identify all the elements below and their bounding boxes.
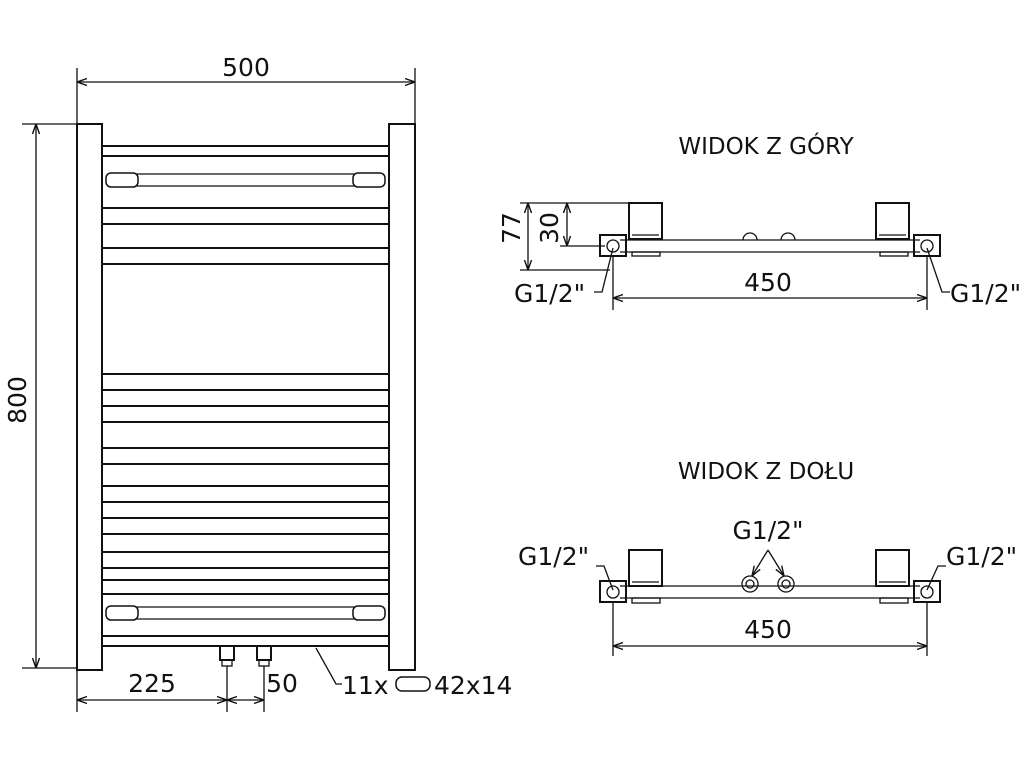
valve-left-icon: [741, 575, 759, 593]
top-depth-label: 77: [497, 212, 526, 244]
front-view: 500 800 225 50 11x 42x14: [3, 53, 512, 712]
bottom-view-title: WIDOK Z DOŁU: [678, 459, 854, 485]
upper-towel-rail: [105, 172, 386, 188]
front-spacing-label: 50: [266, 669, 298, 698]
top-thread-right-label: G1/2": [950, 279, 1021, 308]
bottom-thread-left-label: G1/2": [518, 542, 589, 571]
top-thread-left-label: G1/2": [514, 279, 585, 308]
bottom-width-label: 450: [744, 615, 792, 644]
top-width-label: 450: [744, 268, 792, 297]
front-offset-label: 225: [128, 669, 176, 698]
lower-towel-rail: [105, 605, 386, 621]
bottom-thread-center-label: G1/2": [732, 516, 803, 545]
bar-profile-icon: [395, 676, 431, 692]
bottom-thread-right-label: G1/2": [946, 542, 1017, 571]
bottom-view: WIDOK Z DOŁU G1/2" G1/2" G1/2": [518, 459, 1017, 656]
top-axis-label: 30: [535, 212, 564, 244]
horizontal-bars: [101, 145, 390, 647]
front-width-label: 500: [222, 53, 270, 82]
left-vertical-tube: [76, 123, 103, 671]
bar-size-label: 42x14: [434, 671, 512, 700]
right-vertical-tube: [388, 123, 416, 671]
bottom-connectors: [219, 645, 272, 667]
top-view-title: WIDOK Z GÓRY: [678, 132, 854, 160]
valve-right-icon: [777, 575, 795, 593]
top-view: WIDOK Z GÓRY 77 30 G1/2" G1/2": [497, 132, 1021, 310]
front-height-label: 800: [3, 376, 32, 424]
bar-count-label: 11x: [342, 671, 389, 700]
